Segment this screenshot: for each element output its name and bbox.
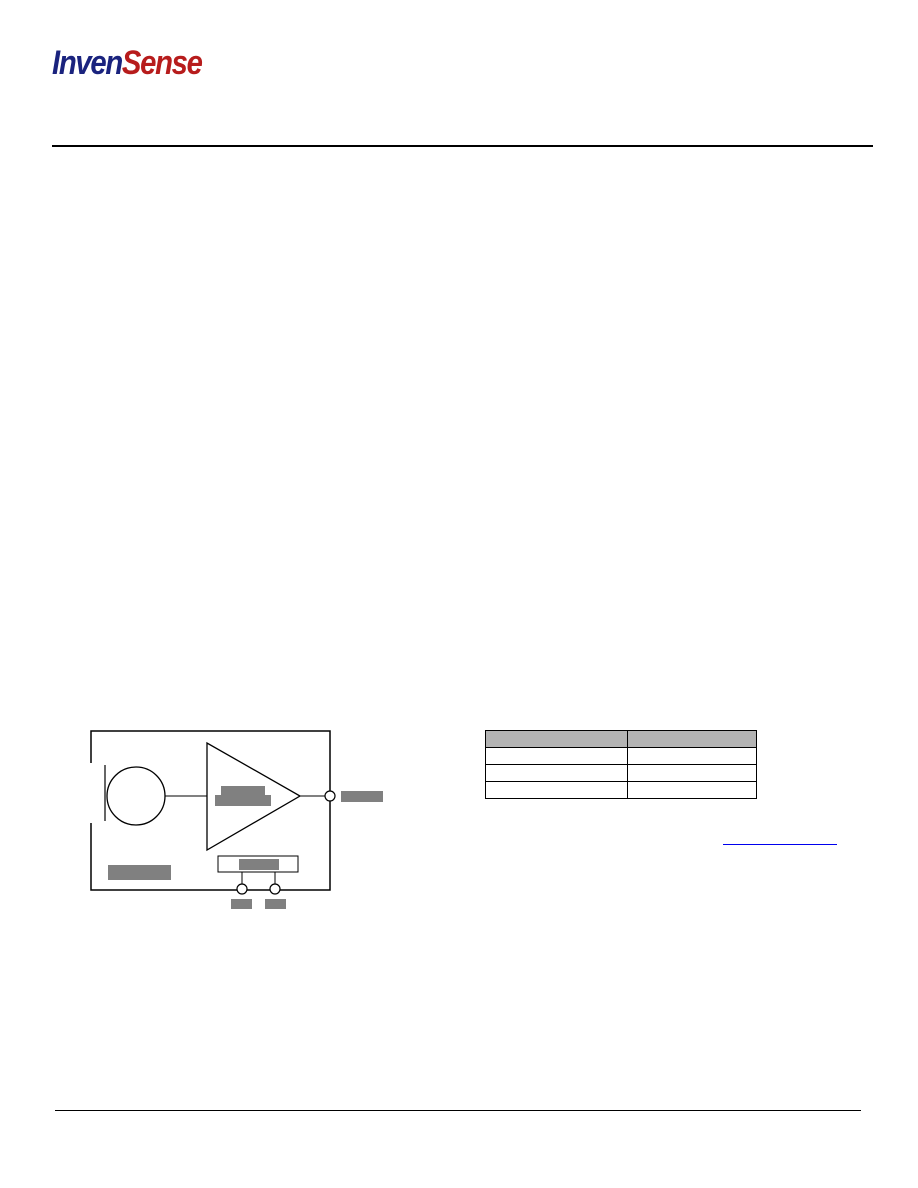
table-header-cell — [485, 730, 628, 748]
table-cell — [485, 747, 628, 765]
table-header-row — [485, 730, 757, 748]
control-label-redacted — [239, 859, 279, 870]
amplifier-triangle — [206, 741, 302, 852]
table-cell — [627, 781, 757, 799]
amplifier-label-redacted — [221, 786, 265, 796]
table-cell — [485, 781, 628, 799]
header-divider — [52, 145, 873, 147]
output-label-redacted — [341, 791, 383, 802]
control-pin-1-label-redacted — [231, 899, 252, 909]
table-cell — [627, 747, 757, 765]
amplifier-label-redacted-2 — [215, 795, 271, 806]
block-diagram — [89, 730, 383, 909]
control-pin-2-circle — [269, 883, 281, 895]
invensense-logo: InvenSense — [52, 44, 203, 82]
control-pin-1-circle — [236, 883, 248, 895]
control-pin-2-label-redacted — [265, 899, 286, 909]
footer-divider — [55, 1110, 861, 1111]
output-pin-circle — [324, 790, 336, 802]
table-row — [485, 781, 757, 799]
logo-part-sense: Sense — [121, 44, 203, 82]
table-row — [485, 764, 757, 782]
website-link[interactable] — [723, 842, 837, 845]
logo-part-inven: Inven — [52, 44, 123, 82]
table-header-cell — [627, 730, 757, 748]
pin-table — [485, 730, 757, 799]
table-row — [485, 747, 757, 765]
table-cell — [627, 764, 757, 782]
transducer-circle — [106, 766, 166, 826]
package-label-redacted — [108, 865, 171, 880]
table-cell — [485, 764, 628, 782]
